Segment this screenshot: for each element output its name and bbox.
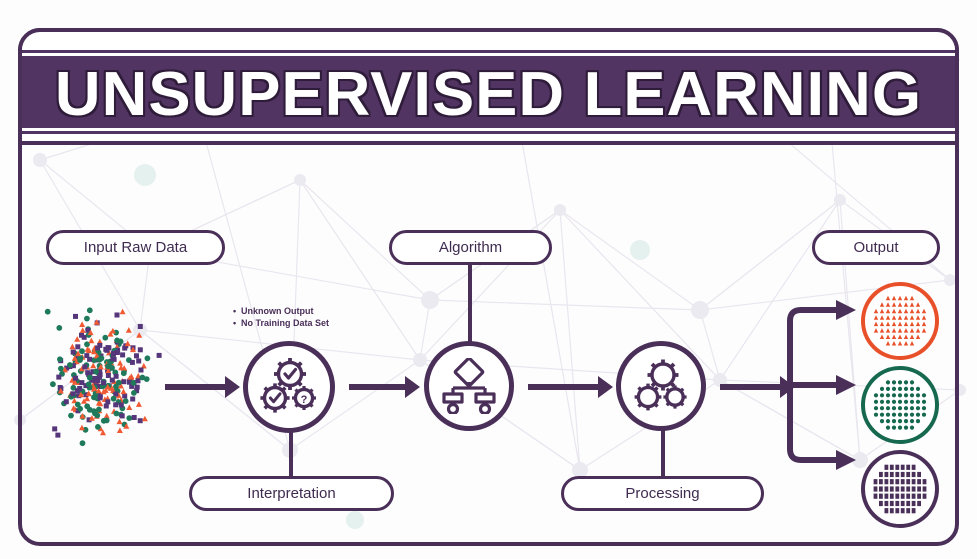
annotation-unknown-output: •Unknown Output xyxy=(233,306,314,316)
label-algorithm: Algorithm xyxy=(389,230,552,265)
header-banner: UNSUPERVISED LEARNING xyxy=(18,28,959,145)
label-algorithm-text: Algorithm xyxy=(438,239,503,256)
interpretation-annotations: •Unknown Output •No Training Data Set xyxy=(233,305,329,329)
arrow-input-to-interpretation xyxy=(165,376,240,398)
square-cluster-icon xyxy=(873,464,927,514)
flowchart-decision-icon xyxy=(442,358,496,414)
output-cluster-squares[interactable] xyxy=(861,450,939,528)
label-output-text: Output xyxy=(853,239,899,256)
label-processing: Processing xyxy=(561,476,764,511)
triangle-cluster-icon xyxy=(873,295,927,346)
node-interpretation[interactable]: ? xyxy=(243,341,335,433)
gears-check-question-icon: ? xyxy=(260,358,316,413)
unclustered-data-cloud xyxy=(44,307,162,447)
label-processing-text: Processing xyxy=(625,485,700,502)
output-branch-bracket xyxy=(782,300,856,470)
arrow-interpretation-to-algorithm xyxy=(349,376,420,398)
header-rule-bottom-2 xyxy=(22,135,955,138)
question-mark-glyph: ? xyxy=(301,394,308,406)
header-rule-top-2 xyxy=(22,53,955,56)
arrow-algorithm-to-processing xyxy=(528,376,613,398)
label-input-raw-data: Input Raw Data xyxy=(46,230,225,265)
output-cluster-triangles[interactable] xyxy=(861,282,939,360)
stem-processing xyxy=(661,425,665,479)
node-algorithm[interactable] xyxy=(424,341,514,431)
stem-algorithm xyxy=(468,262,472,344)
label-input-raw-data-text: Input Raw Data xyxy=(83,239,188,256)
label-output: Output xyxy=(812,230,940,265)
annotation-no-training-data: •No Training Data Set xyxy=(233,318,330,328)
node-processing[interactable] xyxy=(616,341,706,431)
header-rule-bottom-1 xyxy=(22,128,955,131)
gears-icon xyxy=(634,359,687,411)
output-cluster-circles[interactable] xyxy=(861,366,939,444)
stem-interpretation xyxy=(289,425,293,479)
circle-cluster-icon xyxy=(873,380,927,430)
header-rule-top-1 xyxy=(22,46,955,49)
label-interpretation: Interpretation xyxy=(189,476,394,511)
bottom-caption xyxy=(0,549,977,559)
page-title: UNSUPERVISED LEARNING xyxy=(54,59,923,129)
header-fill xyxy=(22,50,955,134)
label-interpretation-text: Interpretation xyxy=(247,485,336,502)
arrow-processing-to-output xyxy=(720,376,795,398)
